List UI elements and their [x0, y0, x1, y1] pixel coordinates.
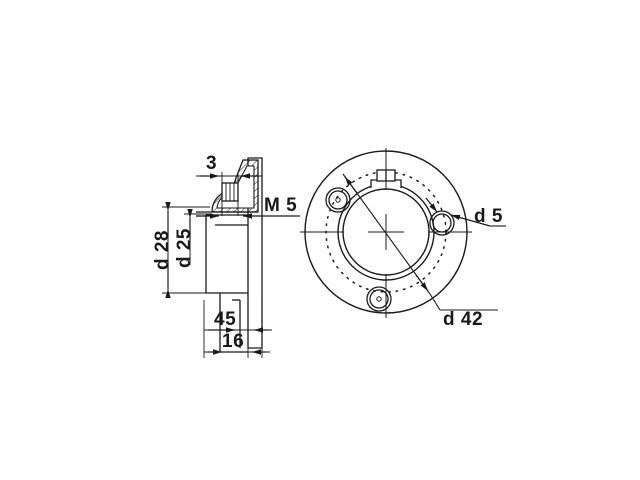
dimension-16-label: 16 [222, 331, 244, 352]
bolt-holes [325, 187, 455, 312]
dimension-m5: M 5 [196, 195, 300, 219]
section-side-view: 3 M 5 d 28 [152, 153, 300, 358]
bolt-hole-right [429, 210, 455, 236]
dimension-45: 45 [204, 309, 272, 333]
dimension-3-label: 3 [206, 153, 217, 174]
dimension-d5: d 5 [425, 197, 506, 227]
bolt-hole-bottom [366, 286, 392, 312]
dimension-16: 16 [203, 300, 270, 358]
dimension-d25: d 25 [174, 209, 212, 268]
dimension-d28-label: d 28 [152, 230, 173, 270]
front-circular-view: d 42 d 5 [300, 148, 506, 330]
dimension-45-label: 45 [214, 309, 236, 330]
dimension-d42-label: d 42 [443, 309, 483, 330]
dimension-d42: d 42 [342, 173, 498, 330]
dimension-d28: d 28 [152, 202, 210, 298]
dimension-3: 3 [196, 153, 262, 179]
dimension-d5-label: d 5 [474, 206, 503, 227]
dimension-m5-label: M 5 [264, 195, 297, 216]
dimension-d25-label: d 25 [174, 228, 195, 268]
bolt-hole-upper-left [325, 187, 351, 213]
